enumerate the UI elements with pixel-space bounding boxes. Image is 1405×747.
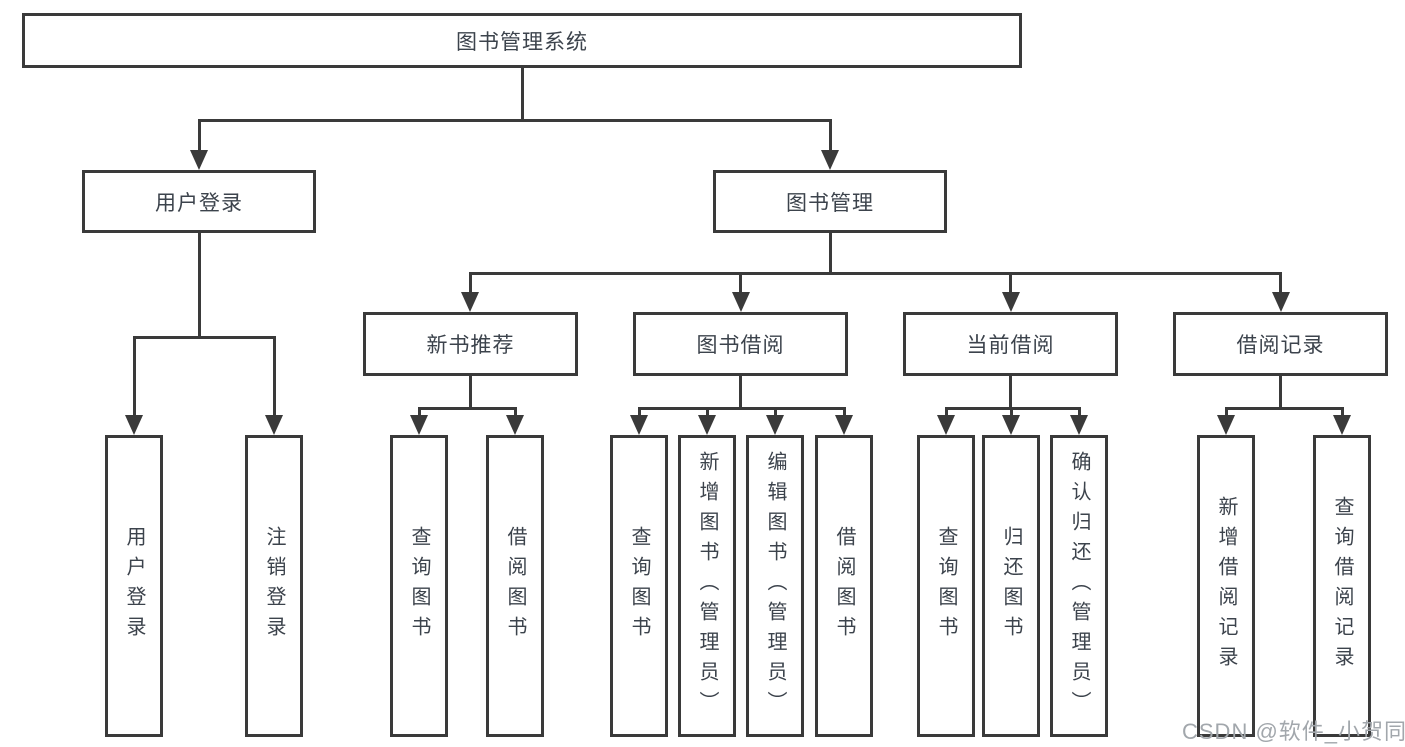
connector-line	[197, 119, 201, 152]
connector-line	[1009, 272, 1012, 294]
leaf-add-borrow-record: 新增借阅记录	[1197, 435, 1255, 737]
connector-line	[1279, 376, 1282, 407]
leaf-confirm-return-admin: 确认归还（管理员）	[1050, 435, 1108, 737]
connector-line	[828, 119, 832, 152]
connector-line	[417, 407, 421, 417]
arrow-down-icon	[461, 292, 479, 312]
arrow-down-icon	[506, 415, 524, 435]
arrow-down-icon	[125, 415, 143, 435]
leaf-return-book: 归还图书	[982, 435, 1040, 737]
connector-line	[828, 233, 832, 272]
arrow-down-icon	[190, 150, 208, 170]
arrow-down-icon	[732, 292, 750, 312]
arrow-down-icon	[821, 150, 839, 170]
leaf-query-books-recommend: 查询图书	[390, 435, 448, 737]
connector-line	[1077, 407, 1081, 417]
leaf-borrow-books-borrowing: 借阅图书	[815, 435, 873, 737]
leaf-user-login: 用户登录	[105, 435, 163, 737]
connector-line	[842, 407, 846, 417]
watermark-text: CSDN @软件_小贺同学	[1182, 719, 1405, 744]
node-new-book-recommendation: 新书推荐	[363, 312, 578, 376]
leaf-edit-book-admin: 编辑图书（管理员）	[746, 435, 804, 737]
connector-line	[197, 119, 832, 122]
connector-line	[773, 407, 777, 417]
arrow-down-icon	[1002, 415, 1020, 435]
arrow-down-icon	[1272, 292, 1290, 312]
connector-line	[944, 407, 948, 417]
leaf-query-books-current: 查询图书	[917, 435, 975, 737]
connector-line	[417, 407, 517, 410]
connector-line	[469, 272, 472, 294]
arrow-down-icon	[265, 415, 283, 435]
node-library-management-system: 图书管理系统	[22, 13, 1022, 68]
connector-line	[739, 376, 742, 407]
connector-line	[197, 233, 201, 336]
node-borrowing-records: 借阅记录	[1173, 312, 1388, 376]
leaf-logout-login: 注销登录	[245, 435, 303, 737]
node-book-borrowing: 图书借阅	[633, 312, 848, 376]
arrow-down-icon	[766, 415, 784, 435]
connector-line	[1009, 376, 1012, 407]
connector-line	[513, 407, 517, 417]
connector-line	[469, 376, 472, 407]
connector-line	[272, 336, 276, 417]
leaf-borrow-books-recommend: 借阅图书	[486, 435, 544, 737]
connector-line	[637, 407, 846, 410]
connector-line	[469, 272, 1282, 275]
arrow-down-icon	[698, 415, 716, 435]
connector-line	[1009, 407, 1013, 417]
connector-line	[520, 68, 524, 119]
arrow-down-icon	[410, 415, 428, 435]
connector-line	[132, 336, 276, 339]
arrow-down-icon	[1070, 415, 1088, 435]
connector-line	[1224, 407, 1228, 417]
arrow-down-icon	[937, 415, 955, 435]
arrow-down-icon	[1333, 415, 1351, 435]
connector-line	[1340, 407, 1344, 417]
arrow-down-icon	[1217, 415, 1235, 435]
connector-line	[132, 336, 136, 417]
arrow-down-icon	[1002, 292, 1020, 312]
leaf-add-book-admin: 新增图书（管理员）	[678, 435, 736, 737]
connector-line	[944, 407, 1081, 410]
node-user-login: 用户登录	[82, 170, 316, 233]
arrow-down-icon	[835, 415, 853, 435]
node-current-borrowing: 当前借阅	[903, 312, 1118, 376]
connector-line	[637, 407, 641, 417]
leaf-query-books-borrowing: 查询图书	[610, 435, 668, 737]
connector-line	[705, 407, 709, 417]
arrow-down-icon	[630, 415, 648, 435]
connector-line	[739, 272, 742, 294]
connector-line	[1279, 272, 1282, 294]
node-book-management: 图书管理	[713, 170, 947, 233]
leaf-query-borrow-record: 查询借阅记录	[1313, 435, 1371, 737]
connector-line	[1224, 407, 1344, 410]
